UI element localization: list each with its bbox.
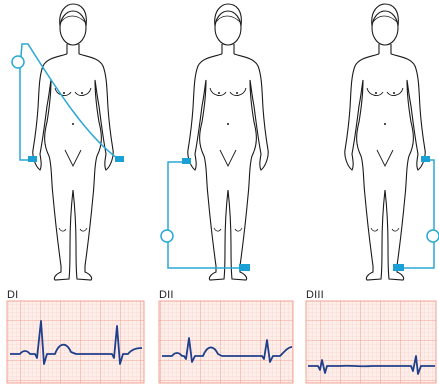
electrode-right-wrist	[28, 156, 37, 162]
human-figure-icon	[33, 4, 113, 280]
lead-2-wire	[168, 162, 244, 268]
galvanometer-circle-icon	[161, 230, 173, 242]
lead-label-1: DI	[7, 289, 18, 301]
galvanometer-circle-icon	[12, 56, 24, 68]
ecg-strip-3	[306, 301, 436, 383]
ecg-strip-1	[7, 301, 144, 383]
lead-3-wire	[400, 160, 434, 268]
human-figure-icon	[345, 4, 425, 280]
lead-1-wire	[20, 44, 122, 160]
lead-label-3: DIII	[306, 289, 324, 301]
lead-label-2: DII	[159, 289, 174, 301]
electrode-right-wrist	[182, 158, 191, 164]
figure-lead-3	[345, 4, 439, 280]
electrode-left-ankle	[393, 264, 404, 271]
electrode-left-wrist	[421, 156, 430, 162]
figure-lead-1	[12, 4, 124, 280]
electrode-left-wrist	[115, 156, 124, 162]
human-figure-icon	[188, 4, 268, 280]
galvanometer-circle-icon	[427, 230, 439, 242]
electrode-left-ankle	[239, 264, 250, 271]
ecg-strip-2	[159, 301, 293, 383]
figure-lead-2	[161, 4, 268, 280]
